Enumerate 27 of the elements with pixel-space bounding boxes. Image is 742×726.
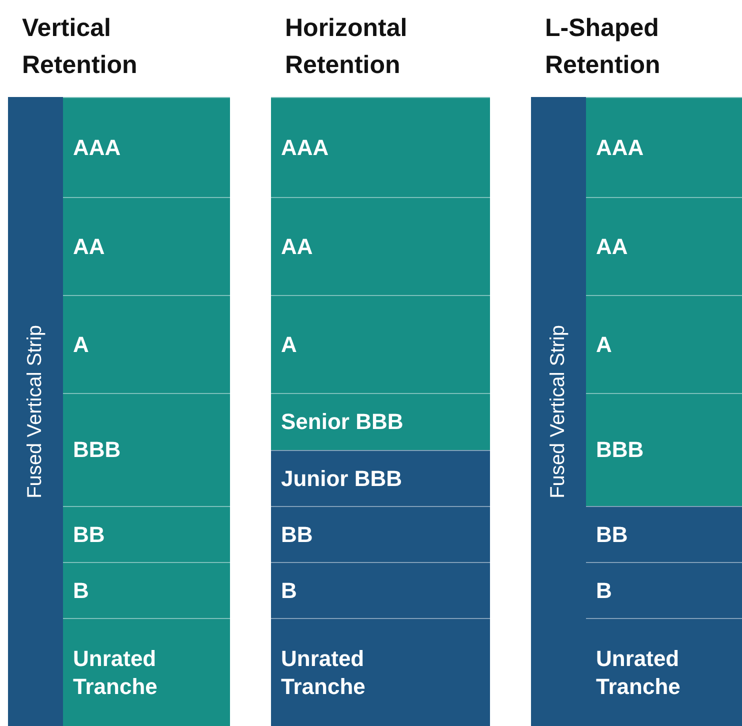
tranche-box: BBB (586, 393, 742, 506)
tranche-box: B (271, 562, 490, 618)
tranche-box: Senior BBB (271, 393, 490, 450)
tranche-box: BBB (63, 393, 230, 506)
tranche-box: A (271, 295, 490, 393)
vertical-strip: Fused Vertical Strip (8, 97, 63, 726)
tranche-box: AA (271, 197, 490, 295)
tranche-box: BB (586, 506, 742, 562)
column-heading: L-Shaped Retention (545, 13, 662, 81)
tranche-box: B (586, 562, 742, 618)
tranche-box: AAA (63, 97, 230, 197)
tranche-box: Junior BBB (271, 450, 490, 506)
column-heading: Horizontal Retention (285, 13, 408, 81)
tranche-box: B (63, 562, 230, 618)
tranche-box: AAA (586, 97, 742, 197)
tranche-box: AAA (271, 97, 490, 197)
column-heading: Vertical Retention (22, 13, 138, 81)
tranche-box: AA (63, 197, 230, 295)
tranche-box: AA (586, 197, 742, 295)
vertical-strip: Fused Vertical Strip (531, 97, 586, 726)
tranche-box: Unrated Tranche (586, 618, 742, 726)
tranche-box: BB (63, 506, 230, 562)
tranche-box: Unrated Tranche (271, 618, 490, 726)
tranche-box: A (586, 295, 742, 393)
tranche-box: Unrated Tranche (63, 618, 230, 726)
tranche-box: A (63, 295, 230, 393)
tranche-box: BB (271, 506, 490, 562)
